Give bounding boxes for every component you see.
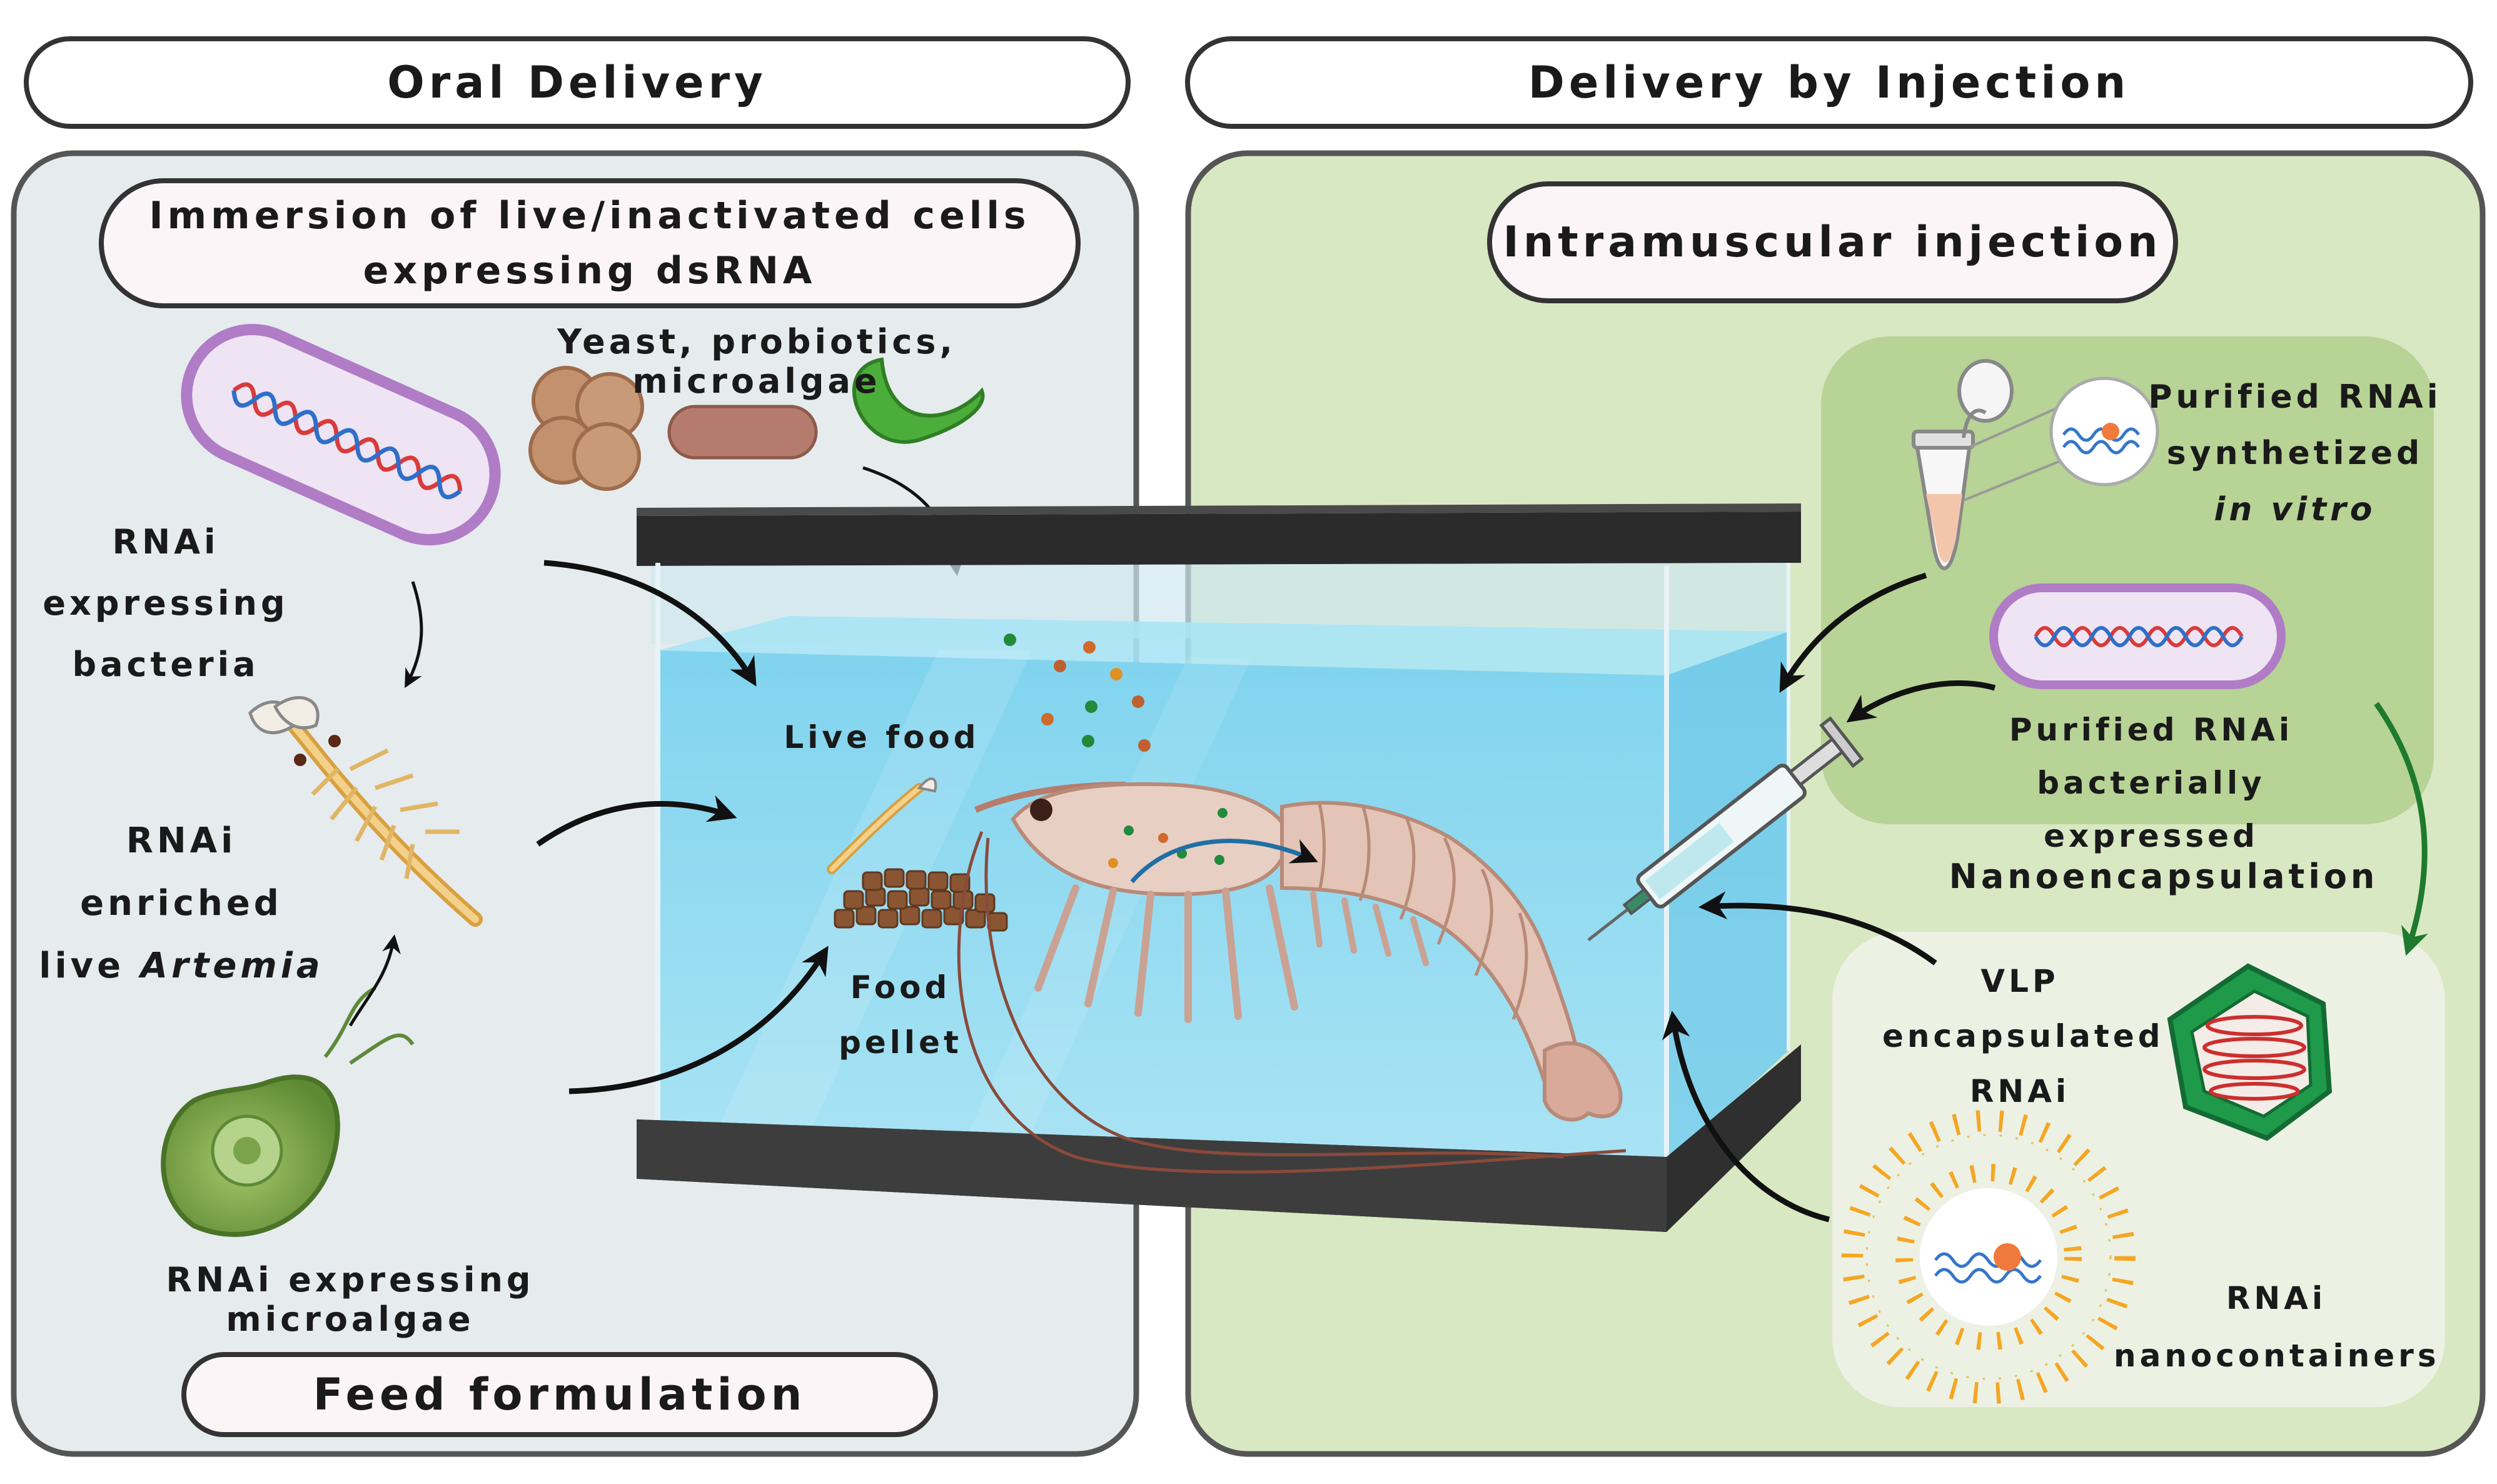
live-food-artemia-icon xyxy=(827,777,937,874)
nanoencapsulation-label: Nanoencapsulation xyxy=(1949,857,2379,896)
artemia-label-prefix: live xyxy=(39,946,141,986)
oral-delivery-title: Oral Delivery xyxy=(387,57,767,108)
bacterial-rnai-line-1: Purified RNAi xyxy=(2009,712,2294,748)
invitro-label: Purified RNAi synthetized in vitro xyxy=(2126,369,2464,538)
feed-formulation-pill: Feed formulation xyxy=(181,1352,938,1437)
invitro-line-1: Purified RNAi xyxy=(2148,378,2442,416)
vlp-line-3: RNAi xyxy=(1969,1073,2071,1109)
liposome-to-shrimp-arrow xyxy=(1662,1011,1830,1223)
intramuscular-label: Intramuscular injection xyxy=(1503,218,2162,267)
immersion-line-1: Immersion of live/inactivated cells xyxy=(149,194,1031,238)
immersion-line-2: expressing dsRNA xyxy=(363,249,817,293)
artemia-icon xyxy=(248,696,483,927)
nanocontainers-line-2: nanocontainers xyxy=(2114,1338,2440,1374)
food-pellet-icon xyxy=(834,868,1008,932)
shrimp-icon xyxy=(957,782,1627,1174)
liposome-icon xyxy=(1842,1110,2136,1404)
vlp-to-shrimp-arrow xyxy=(1698,891,1937,966)
syringe-icon xyxy=(1587,716,1864,942)
artemia-label-italic: Artemia xyxy=(140,946,324,986)
food-pellet-line-1: Food xyxy=(850,969,951,1006)
invitro-line-2: synthetized xyxy=(2166,435,2424,472)
oral-delivery-header: Oral Delivery xyxy=(24,36,1131,129)
food-pellet-label: Food pellet xyxy=(829,960,972,1070)
bacteria-label-line-1: RNAi xyxy=(112,522,219,562)
zoom-line-top xyxy=(1969,405,2061,448)
tube-icon xyxy=(1912,359,2014,570)
intramuscular-pill: Intramuscular injection xyxy=(1487,181,2178,303)
live-food-label: Live food xyxy=(784,719,980,755)
invitro-line-3: in vitro xyxy=(2214,491,2376,528)
injection-delivery-header: Delivery by Injection xyxy=(1185,36,2473,129)
vlp-line-1: VLP xyxy=(1980,963,2059,999)
vlp-icon xyxy=(2167,963,2333,1141)
food-particles xyxy=(1004,633,1151,752)
invitro-rna-zoom-icon xyxy=(2049,376,2159,487)
yeast-probiotics-label: Yeast, probiotics, microalgae xyxy=(557,322,957,401)
immersion-pill: Immersion of live/inactivated cells expr… xyxy=(99,178,1081,308)
bacterium-right-icon xyxy=(1989,583,2286,689)
probiotic-icon xyxy=(667,405,818,460)
alga-to-tank-arrow xyxy=(568,946,829,1094)
zoom-line-bottom xyxy=(1963,458,2064,502)
bacteria-to-tank-arrow xyxy=(543,560,757,687)
injection-delivery-title: Delivery by Injection xyxy=(1528,57,2131,108)
bacterium-icon xyxy=(181,323,501,546)
bacteria-label: RNAi expressing bacteria xyxy=(25,512,306,695)
bact-to-syringe-arrow xyxy=(1846,680,1996,723)
food-pellet-line-2: pellet xyxy=(839,1024,962,1061)
green-alga-icon xyxy=(161,986,415,1237)
artemia-label-line-2: live Artemia xyxy=(25,935,338,997)
nanocontainers-line-1: RNAi xyxy=(2226,1280,2327,1316)
bacterial-rnai-label: Purified RNAi bacterially expressed xyxy=(1932,704,2370,863)
alga-to-artemia-arrow xyxy=(348,934,401,1027)
artemia-label-line-1: RNAi enriched xyxy=(80,820,283,924)
vlp-label: VLP encapsulated RNAi xyxy=(1882,954,2164,1119)
yeast-icon xyxy=(528,366,644,491)
bacteria-label-line-3: bacteria xyxy=(72,645,260,684)
artemia-label: RNAi enriched live Artemia xyxy=(25,810,338,997)
vlp-line-2: encapsulated xyxy=(1882,1018,2164,1054)
bacteria-label-line-2: expressing xyxy=(43,583,289,623)
bacterial-rnai-line-2: bacterially expressed xyxy=(2037,765,2266,854)
nanocontainers-label: RNAi nanocontainers xyxy=(2114,1269,2439,1385)
artemia-to-tank-arrow xyxy=(536,795,737,847)
microalgae-crescent-icon xyxy=(852,357,985,444)
feed-formulation-label: Feed formulation xyxy=(313,1369,807,1420)
tube-to-tank-arrow xyxy=(1779,572,1927,693)
bacteria-to-artemia-arrow xyxy=(405,581,423,689)
nanoencapsulation-arrow xyxy=(2374,702,2428,956)
purified-rnai-subpanel xyxy=(1821,336,2434,824)
microalgae-label: RNAi expressing microalgae xyxy=(166,1260,535,1339)
